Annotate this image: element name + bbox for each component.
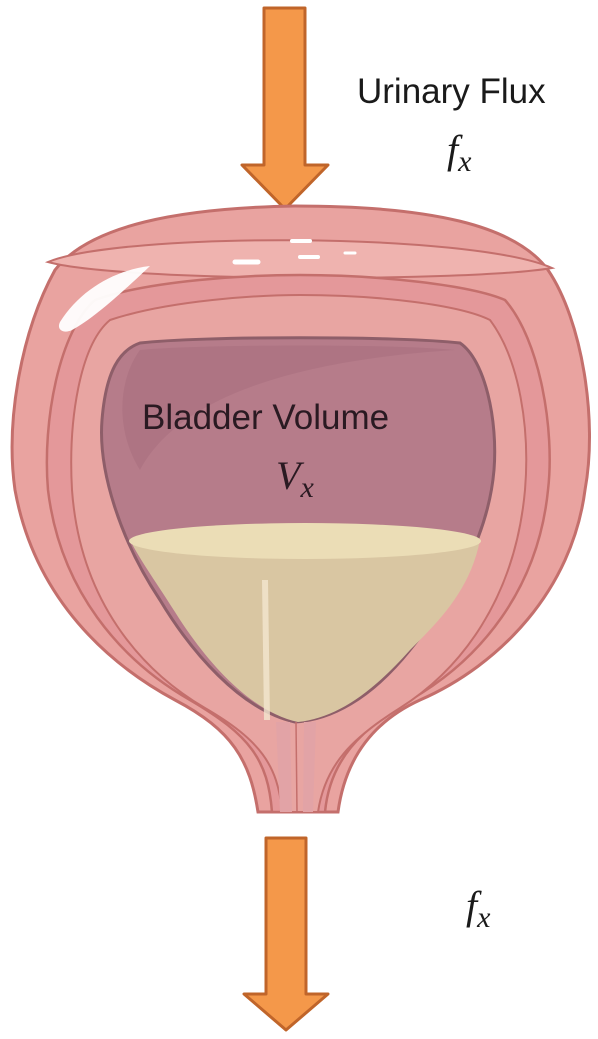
bladder-volume-label: Bladder Volume (142, 398, 389, 438)
outflow-symbol: fx (466, 882, 490, 929)
inflow-symbol: fx (447, 126, 471, 173)
inflow-label: Urinary Flux (357, 72, 546, 112)
outflow-arrow (244, 838, 328, 1030)
bladder-volume-symbol: Vx (276, 452, 314, 499)
bladder-illustration (12, 206, 589, 812)
inflow-arrow (242, 8, 328, 209)
